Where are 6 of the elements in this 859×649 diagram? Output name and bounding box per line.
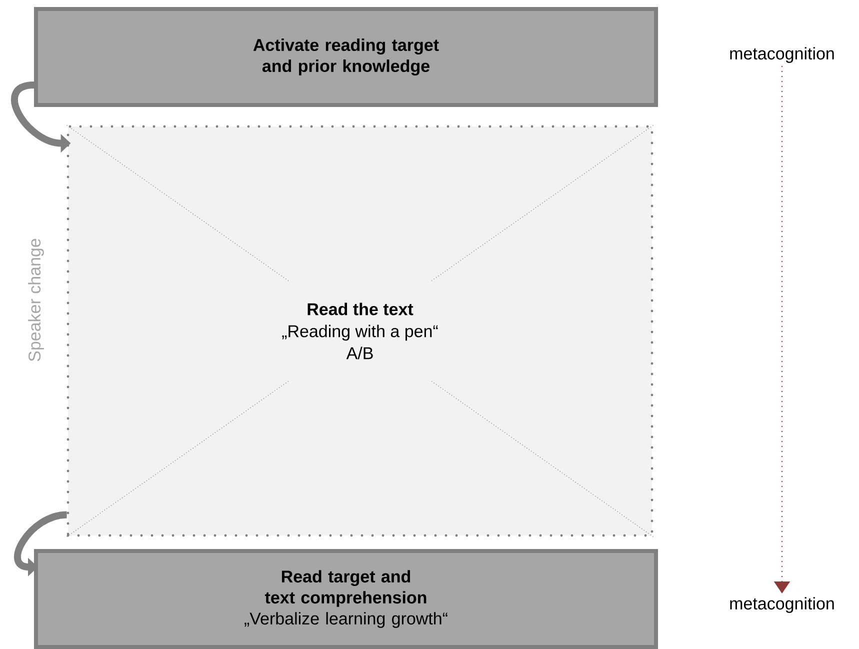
metacognition-label: metacognition — [730, 47, 834, 63]
side-label: Speaker change — [28, 238, 44, 362]
step-box: Read target and text comprehension „Verbalize learning growth“ — [34, 549, 658, 649]
metacognition-label: metacognition — [730, 597, 834, 613]
step-box: Activate reading target and prior knowledge — [34, 7, 658, 107]
reading-panel: Read the text „Reading with a pen“ A/B — [66, 125, 654, 537]
